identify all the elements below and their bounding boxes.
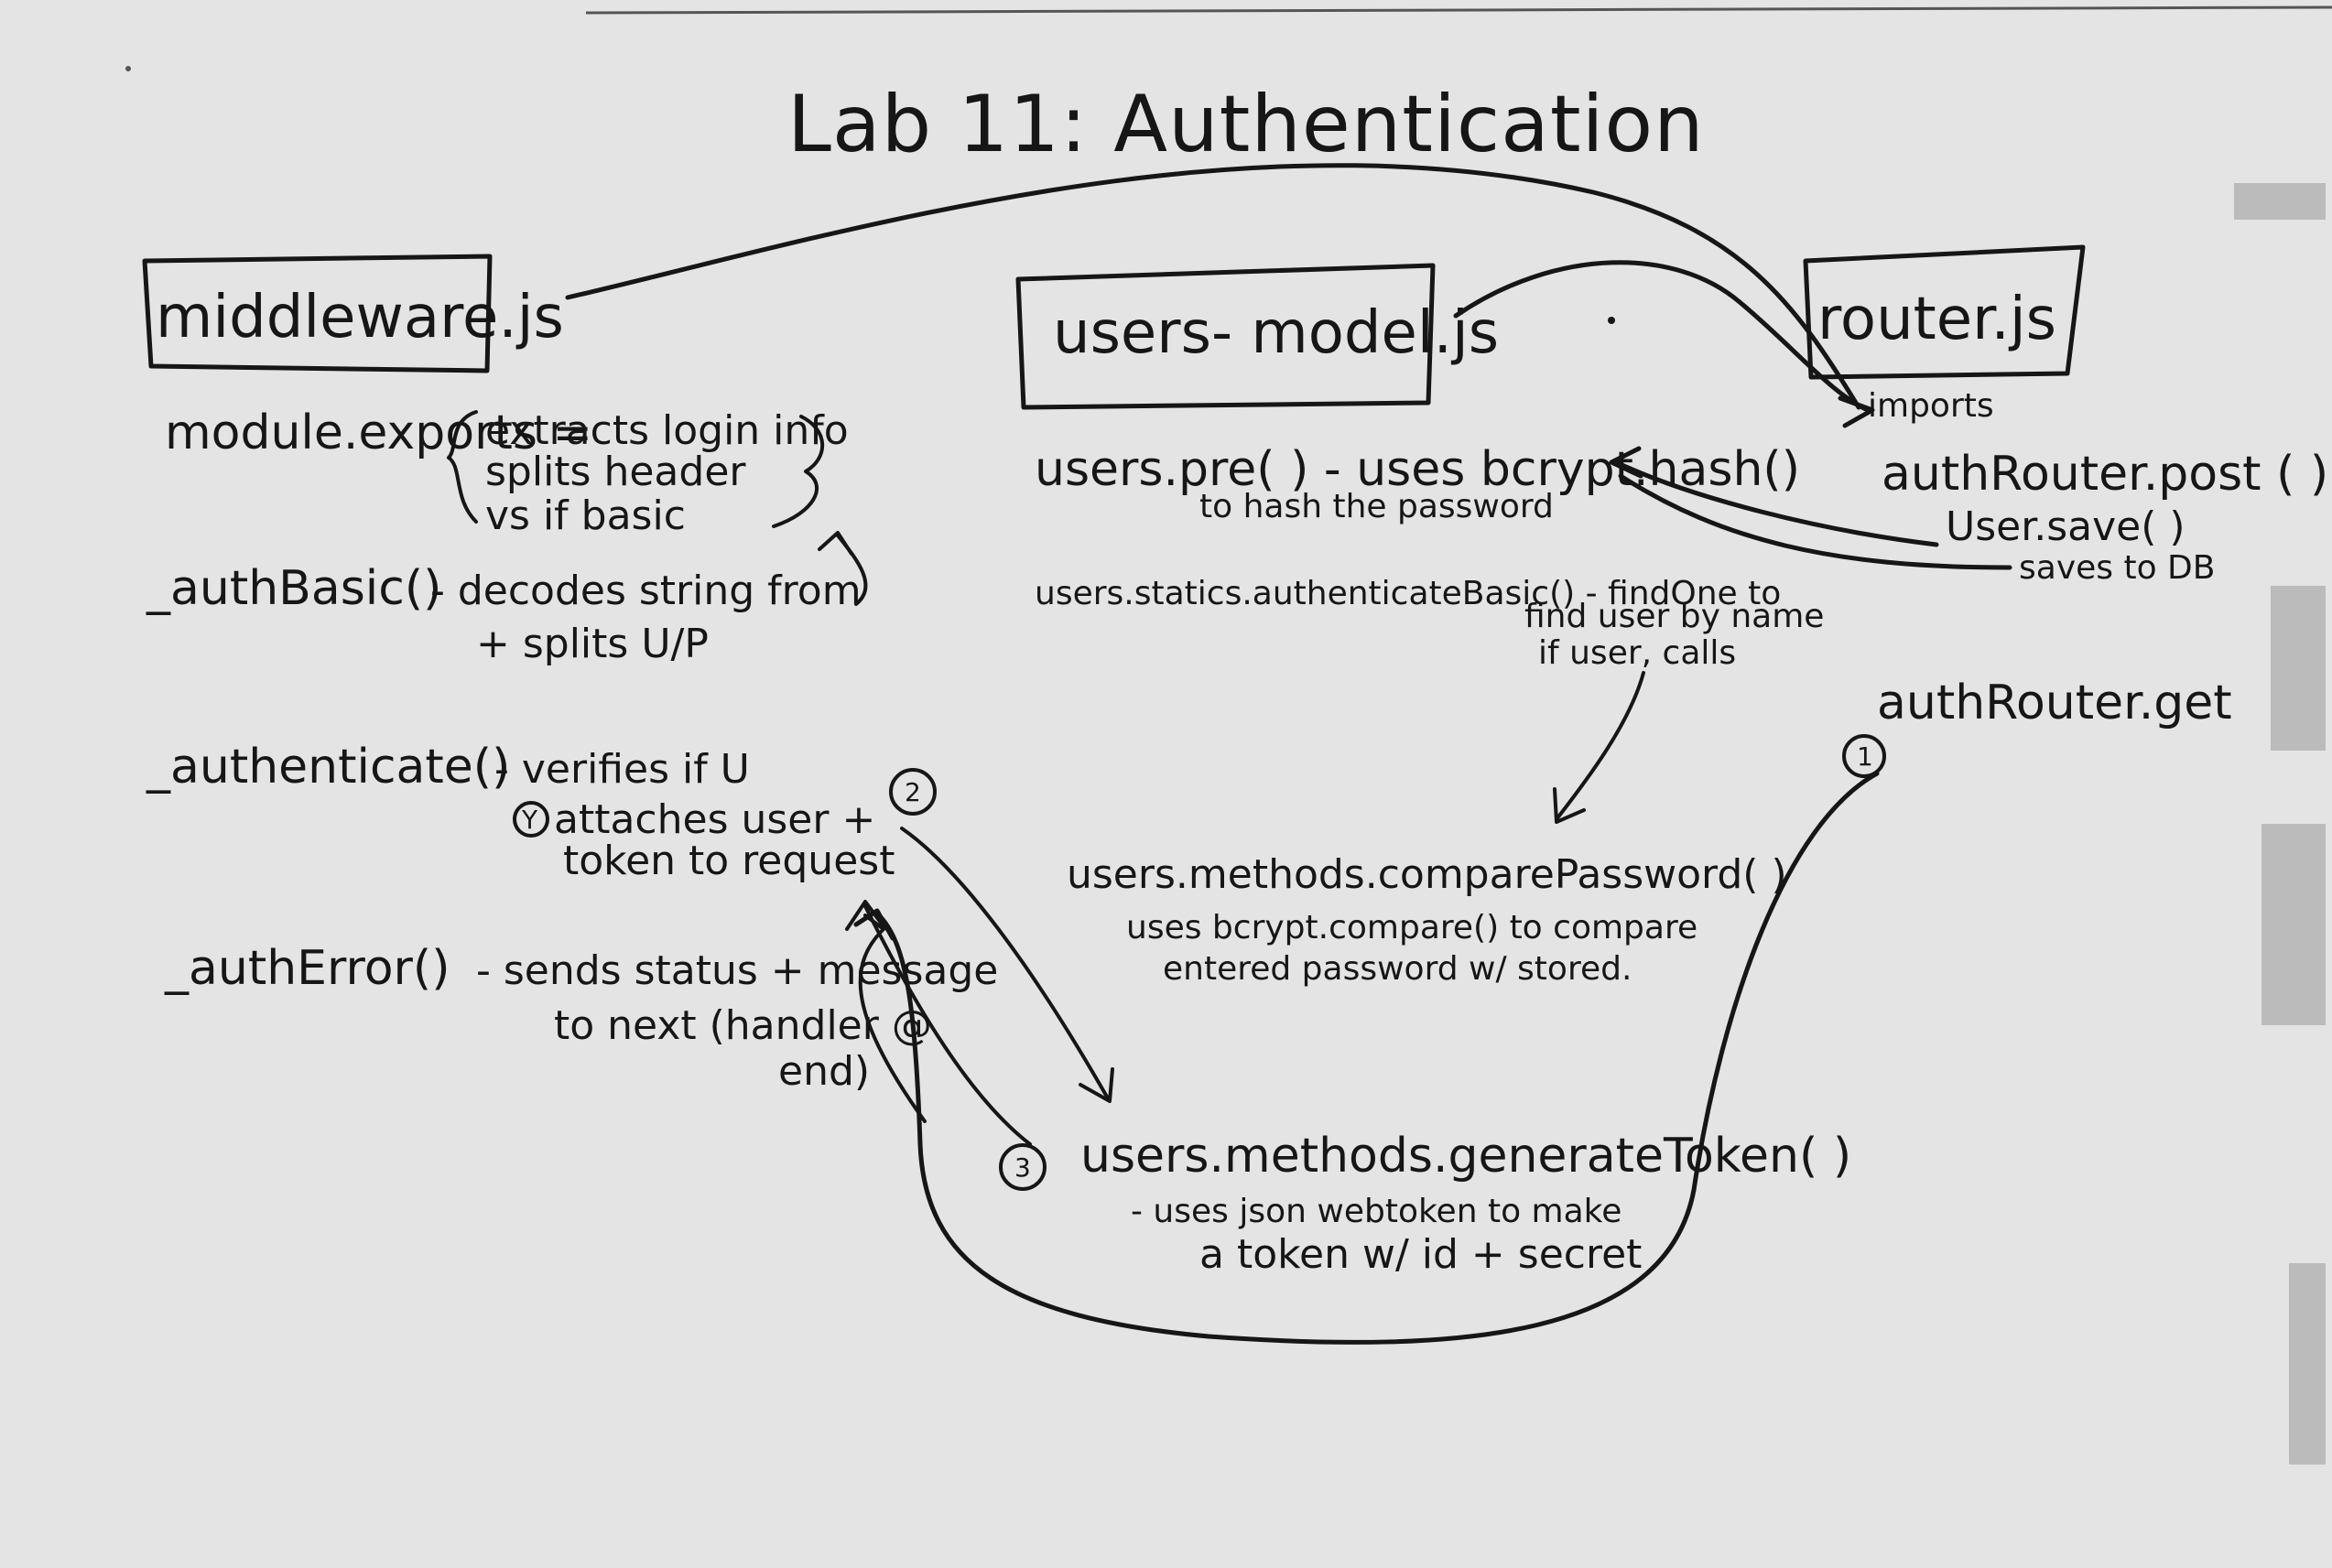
- auth-router-get: authRouter.get: [1877, 676, 2232, 730]
- auth-basic-desc: - decodes string from: [430, 568, 862, 614]
- router-file-label: router.js: [1817, 286, 2056, 353]
- authenticate-marker: Y: [521, 805, 538, 835]
- save-to-hash-arrow: [1609, 446, 2012, 570]
- middleware-file-label: middleware.js: [156, 284, 564, 351]
- auth-basic-desc: + splits U/P: [476, 621, 709, 667]
- compare-password-desc: uses bcrypt.compare() to compare: [1126, 909, 1697, 946]
- authenticate-label: _authenticate(): [146, 740, 510, 795]
- page-title: Lab 11: Authentication: [787, 79, 1705, 170]
- import-connectors: [565, 163, 1875, 428]
- users-statics-desc: if user, calls: [1538, 634, 1736, 672]
- authenticate-desc: attaches user +: [554, 796, 875, 843]
- compare-password-desc: entered password w/ stored.: [1163, 950, 1632, 988]
- users-statics-label: users.statics.authenticateBasic() - find…: [1035, 575, 1781, 612]
- users-pre-label: users.pre( ) - uses bcrypt.hash(): [1035, 442, 1800, 497]
- module-exports-block: module.exports = extracts login info spl…: [165, 406, 849, 539]
- compare-password-label: users.methods.comparePassword( ): [1067, 851, 1787, 898]
- ink-dot: [1608, 317, 1615, 324]
- step-1-marker: 1: [1842, 734, 1886, 778]
- auth-basic-label: _authBasic(): [146, 561, 441, 616]
- router-get-loop-arrow: [853, 771, 1880, 1345]
- auth-error-block: _authError() - sends status + message to…: [164, 941, 998, 1095]
- user-save: User.save( ): [1946, 503, 2186, 550]
- module-exports-label: module.exports =: [165, 406, 592, 460]
- ink-dot: [125, 66, 131, 71]
- generate-token-desc: - uses json webtoken to make: [1131, 1193, 1622, 1230]
- generate-token-desc: a token w/ id + secret: [1199, 1231, 1642, 1278]
- authenticate-desc: token to request: [563, 838, 895, 884]
- generate-token-label: users.methods.generateToken( ): [1080, 1129, 1851, 1184]
- imports-label: imports: [1868, 387, 1994, 425]
- exports-note: extracts login info: [485, 407, 849, 454]
- board-smudges: [585, 5, 2332, 1465]
- auth-error-desc: end): [778, 1048, 870, 1095]
- step-2-label: 2: [905, 777, 921, 807]
- generate-token-block: 3 users.methods.generateToken( ) - uses …: [999, 1129, 1851, 1278]
- model-file-label: users- model.js: [1053, 299, 1499, 367]
- middleware-file-box: middleware.js: [142, 254, 564, 373]
- auth-error-label: _authError(): [164, 941, 450, 996]
- users-statics-block: users.statics.authenticateBasic() - find…: [1035, 575, 1824, 824]
- authenticate-block: _authenticate() - verifies if U Y attach…: [146, 740, 937, 884]
- auth-error-desc: - sends status + message: [476, 947, 998, 994]
- step-3-label: 3: [1014, 1152, 1031, 1183]
- users-pre-desc: to hash the password: [1199, 488, 1554, 525]
- auth-basic-block: _authBasic() - decodes string from + spl…: [146, 531, 868, 667]
- exports-note: vs if basic: [485, 492, 686, 539]
- compare-password-block: users.methods.comparePassword( ) uses bc…: [1067, 851, 1787, 988]
- users-statics-desc: find user by name: [1524, 598, 1824, 635]
- step-1-label: 1: [1857, 741, 1873, 772]
- exports-note: splits header: [485, 449, 746, 495]
- auth-router-post: authRouter.post ( ): [1882, 447, 2328, 502]
- users-pre-block: users.pre( ) - uses bcrypt.hash() to has…: [1035, 442, 1800, 525]
- router-file-box: router.js: [1803, 244, 2086, 380]
- authenticate-to-token-arrows: [845, 827, 1114, 1146]
- authenticate-desc: - verifies if U: [494, 746, 750, 793]
- model-file-box: users- model.js: [1015, 263, 1499, 410]
- saves-to-db: saves to DB: [2019, 549, 2215, 587]
